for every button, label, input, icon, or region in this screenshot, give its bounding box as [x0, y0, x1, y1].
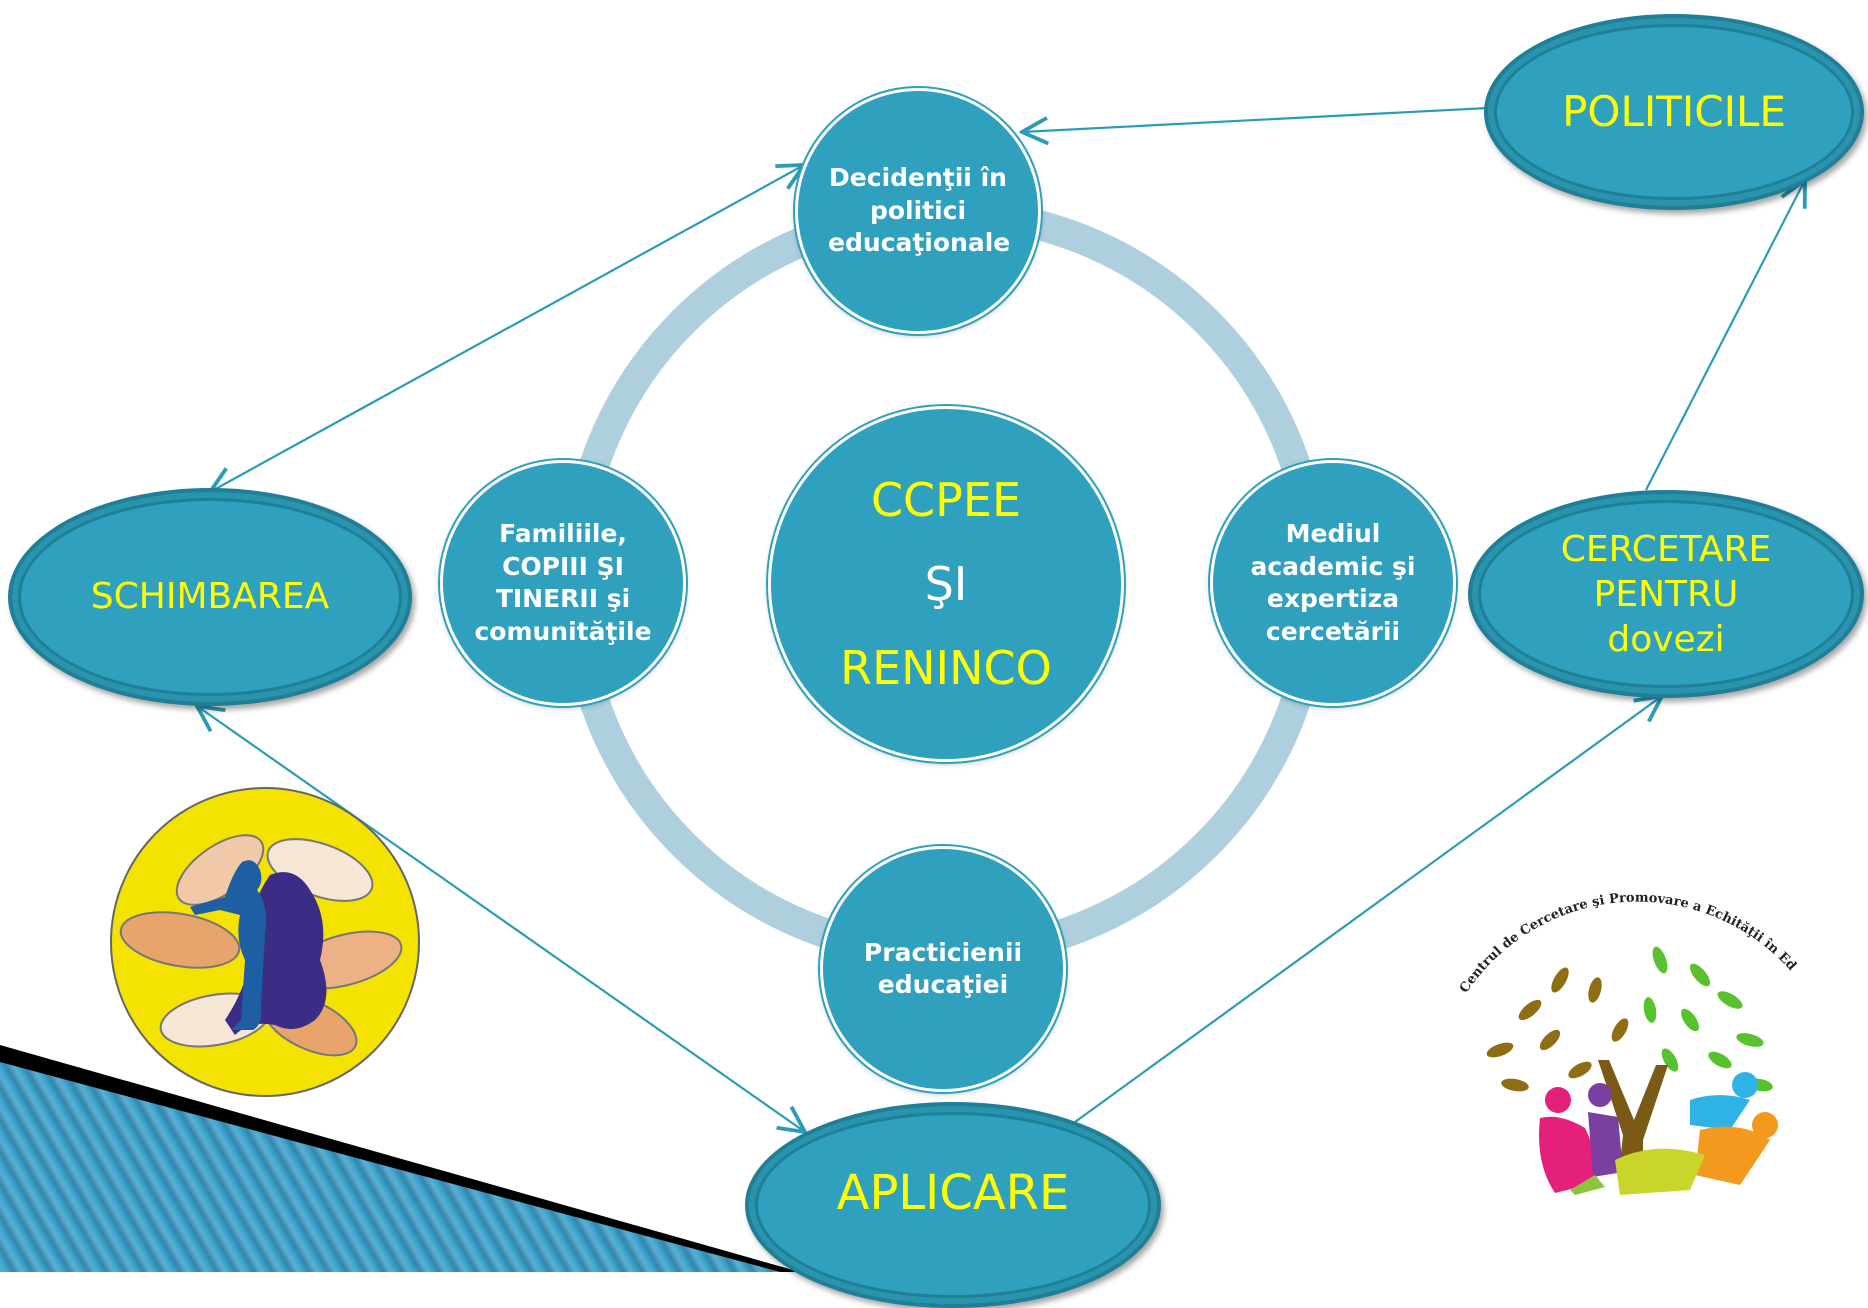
arrow-cercetare-to-politicile	[1645, 180, 1805, 491]
center-label: CCPEE ŞI RENINCO	[840, 477, 1052, 691]
node-schimbarea[interactable]: SCHIMBAREA	[8, 488, 412, 706]
node-center[interactable]: CCPEE ŞI RENINCO	[768, 406, 1124, 762]
node-mediul-academic-label: Mediul academic şi expertiza cercetării	[1250, 519, 1416, 646]
arrow-schimbarea-decidentii	[210, 165, 804, 492]
center-line-1: CCPEE	[870, 473, 1022, 527]
center-line-3: RENINCO	[840, 641, 1052, 695]
hands-circle-icon	[110, 787, 420, 1097]
node-cercetare-label: CERCETARE PENTRU dovezi	[1560, 528, 1772, 660]
node-schimbarea-label: SCHIMBAREA	[90, 575, 330, 617]
node-decidentii-label: Decidenţii în politici educaţionale	[828, 163, 1011, 258]
arrow-schimbarea-aplicare	[197, 706, 805, 1132]
node-practicienii[interactable]: Practicienii educaţiei	[820, 846, 1066, 1092]
node-practicienii-label: Practicienii educaţiei	[863, 937, 1023, 1000]
node-politicile-label: POLITICILE	[1562, 86, 1786, 136]
node-familiile[interactable]: Familiile, COPIII ŞI TINERII şi comunită…	[440, 460, 686, 706]
node-aplicare-label: APLICARE	[836, 1164, 1070, 1221]
node-familiile-label: Familiile, COPIII ŞI TINERII şi comunită…	[474, 519, 652, 646]
node-mediul-academic[interactable]: Mediul academic şi expertiza cercetării	[1210, 460, 1456, 706]
arrows	[197, 106, 1805, 1132]
node-cercetare[interactable]: CERCETARE PENTRU dovezi	[1468, 490, 1864, 698]
node-decidentii[interactable]: Decidenţii în politici educaţionale	[795, 88, 1041, 334]
node-politicile[interactable]: POLITICILE	[1484, 14, 1864, 210]
node-aplicare[interactable]: APLICARE	[745, 1102, 1161, 1308]
center-line-2: ŞI	[924, 557, 968, 611]
arrow-aplicare-to-cercetare	[1074, 696, 1662, 1123]
corner-decoration	[0, 1045, 800, 1272]
arrow-politicile-to-decidentii	[1022, 106, 1489, 132]
